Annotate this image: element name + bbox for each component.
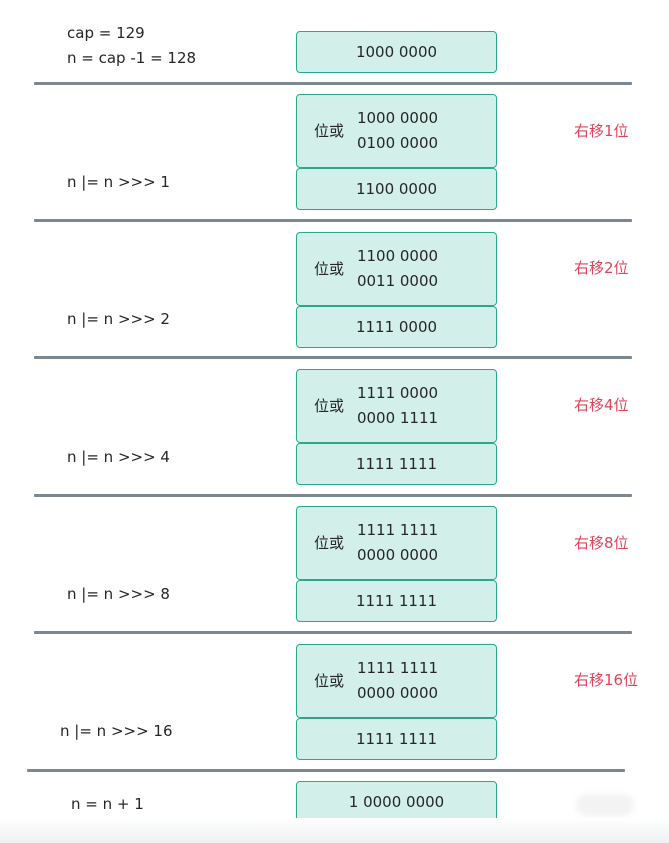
section-divider (34, 82, 632, 85)
operand-b: 0100 0000 (356, 134, 439, 152)
final-value: 1 0000 0000 (348, 793, 445, 811)
step-expression: n |= n >>> 1 (67, 173, 170, 191)
section-divider (34, 219, 632, 222)
or-operator-label: 位或 (314, 672, 345, 690)
result-value: 1111 1111 (355, 730, 438, 748)
result-box: 1111 1111 (296, 580, 497, 622)
result-value: 1111 1111 (355, 455, 438, 473)
operand-a: 1111 0000 (356, 384, 439, 402)
blurred-watermark (576, 794, 634, 816)
shift-label: 右移4位 (574, 396, 629, 414)
final-expression: n = n + 1 (71, 795, 144, 813)
result-value: 1100 0000 (355, 180, 438, 198)
operand-b: 0000 1111 (356, 409, 439, 427)
operand-b: 0011 0000 (356, 272, 439, 290)
cap-label: cap = 129 (67, 24, 145, 42)
section-divider (27, 769, 625, 772)
or-operation-box: 位或 1111 1111 0000 0000 (296, 644, 497, 718)
operand-a: 1000 0000 (356, 109, 439, 127)
or-operation-box: 位或 1111 1111 0000 0000 (296, 506, 497, 580)
or-operator-label: 位或 (314, 534, 345, 552)
operands: 1100 0000 0011 0000 (355, 244, 440, 294)
or-operator-label: 位或 (314, 260, 345, 278)
section-divider (34, 631, 632, 634)
initial-value-box: 1000 0000 (296, 31, 497, 73)
shift-label: 右移2位 (574, 259, 629, 277)
result-value: 1111 0000 (355, 318, 438, 336)
operand-a: 1111 1111 (356, 521, 439, 539)
operands: 1111 0000 0000 1111 (355, 381, 440, 431)
operand-a: 1100 0000 (356, 247, 439, 265)
step-expression: n |= n >>> 16 (60, 722, 173, 740)
operands: 1000 0000 0100 0000 (355, 106, 440, 156)
section-divider (34, 356, 632, 359)
section-divider (34, 494, 632, 497)
result-box: 1111 1111 (296, 443, 497, 485)
final-value-box: 1 0000 0000 (296, 781, 497, 823)
operands: 1111 1111 0000 0000 (355, 656, 440, 706)
result-value: 1111 1111 (355, 592, 438, 610)
shift-label: 右移16位 (574, 671, 639, 689)
or-operator-label: 位或 (314, 397, 345, 415)
operand-a: 1111 1111 (356, 659, 439, 677)
step-expression: n |= n >>> 2 (67, 310, 170, 328)
result-box: 1111 0000 (296, 306, 497, 348)
result-box: 1111 1111 (296, 718, 497, 760)
or-operator-label: 位或 (314, 122, 345, 140)
or-operation-box: 位或 1111 0000 0000 1111 (296, 369, 497, 443)
step-expression: n |= n >>> 8 (67, 585, 170, 603)
initial-value: 1000 0000 (355, 43, 438, 61)
operand-b: 0000 0000 (356, 546, 439, 564)
shift-label: 右移1位 (574, 122, 629, 140)
operands: 1111 1111 0000 0000 (355, 518, 440, 568)
n-initial-label: n = cap -1 = 128 (67, 49, 197, 67)
or-operation-box: 位或 1100 0000 0011 0000 (296, 232, 497, 306)
operand-b: 0000 0000 (356, 684, 439, 702)
bottom-fade (0, 818, 669, 843)
result-box: 1100 0000 (296, 168, 497, 210)
or-operation-box: 位或 1000 0000 0100 0000 (296, 94, 497, 168)
step-expression: n |= n >>> 4 (67, 448, 170, 466)
shift-label: 右移8位 (574, 534, 629, 552)
